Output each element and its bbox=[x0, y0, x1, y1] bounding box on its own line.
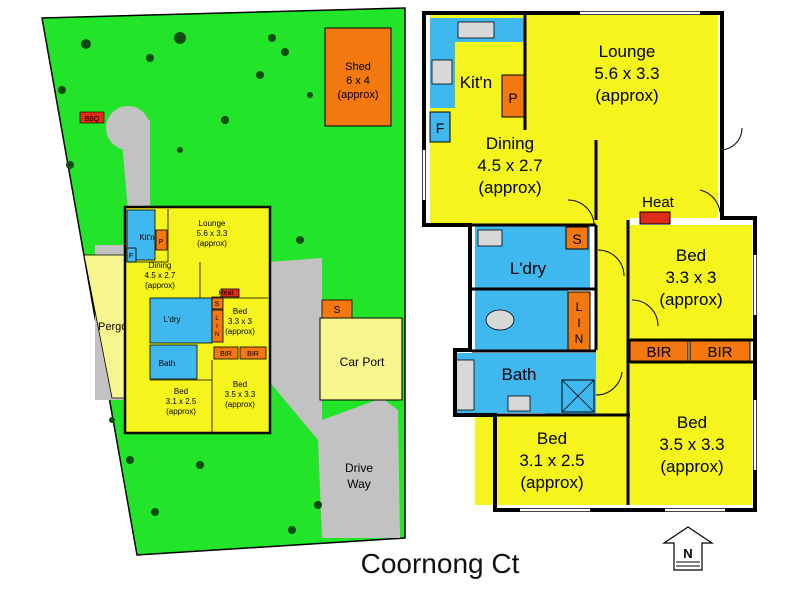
mini-bed2-title: Bed bbox=[233, 380, 247, 389]
driveway-label-1: Drive bbox=[345, 461, 373, 475]
carport-storage bbox=[321, 299, 353, 319]
mini-bir2-label: BIR bbox=[247, 351, 259, 358]
cooktop bbox=[431, 59, 453, 85]
bbq bbox=[79, 111, 105, 124]
driveway bbox=[268, 258, 400, 538]
dining-note: (approx) bbox=[478, 178, 541, 197]
laundry-label: L'dry bbox=[510, 259, 547, 278]
bathtub bbox=[455, 359, 475, 411]
driveway-label-2: Way bbox=[347, 477, 371, 491]
door-swings bbox=[567, 127, 743, 396]
shed bbox=[324, 27, 392, 127]
north-arrow-icon: N bbox=[662, 526, 714, 571]
mini-bed1-note: (approx) bbox=[225, 327, 255, 336]
laundry-tub bbox=[477, 229, 503, 247]
bbq-label: BBQ bbox=[85, 116, 100, 123]
kitchen-area bbox=[430, 18, 525, 108]
mini-lounge-title: Lounge bbox=[199, 219, 226, 228]
mini-laundry-label: L'dry bbox=[163, 315, 180, 324]
main-floor-plan-labels: Kit'n P F Lounge 5.6 x 3.3 (approx) Dini… bbox=[436, 42, 733, 492]
kitchen-sink bbox=[457, 21, 495, 39]
mini-house-labels: Kit'n P F Lounge 5.6 x 3.3 (approx) Dini… bbox=[129, 219, 259, 416]
north-label: N bbox=[683, 546, 692, 561]
mini-bed2-note: (approx) bbox=[225, 400, 255, 409]
mini-pantry-label: P bbox=[159, 239, 164, 246]
mini-dining-note: (approx) bbox=[145, 281, 175, 290]
shrubs bbox=[58, 32, 322, 534]
carport-storage-label: S bbox=[334, 305, 341, 316]
windows bbox=[422, 11, 757, 512]
bed3-note: (approx) bbox=[520, 473, 583, 492]
mini-dining-size: 4.5 x 2.7 bbox=[145, 271, 176, 280]
linen-i: I bbox=[577, 316, 580, 330]
bed3-size: 3.1 x 2.5 bbox=[519, 451, 584, 470]
mini-linen-l: L bbox=[215, 316, 219, 322]
carport-label: Car Port bbox=[340, 355, 385, 369]
mini-bed3-title: Bed bbox=[174, 387, 188, 396]
walls bbox=[422, 11, 757, 512]
carport bbox=[319, 317, 403, 401]
mini-linen-n: N bbox=[215, 332, 219, 338]
mini-heat-label: Heat bbox=[219, 290, 234, 297]
mini-bed1-title: Bed bbox=[233, 307, 247, 316]
hall bbox=[596, 218, 630, 418]
mini-linen-i: I bbox=[216, 324, 218, 330]
mini-bed3-note: (approx) bbox=[166, 407, 196, 416]
bir2-label: BIR bbox=[707, 344, 732, 361]
heat-label: Heat bbox=[642, 194, 675, 211]
toilet bbox=[485, 309, 515, 331]
mini-bath-label: Bath bbox=[159, 359, 175, 368]
bed1-size: 3.3 x 3 bbox=[665, 268, 716, 287]
bed2-note: (approx) bbox=[660, 457, 723, 476]
mini-kitchen-label: Kit'n bbox=[139, 233, 154, 242]
bed2-room bbox=[630, 362, 752, 505]
bir1-label: BIR bbox=[646, 344, 671, 361]
linen-l: L bbox=[576, 300, 583, 314]
shed-note: (approx) bbox=[338, 89, 379, 101]
bbq-area bbox=[106, 106, 150, 150]
fridge-label: F bbox=[436, 120, 445, 136]
bed3-room bbox=[475, 415, 630, 505]
street-name: Coornong Ct bbox=[360, 548, 520, 579]
shed-size: 6 x 4 bbox=[346, 75, 370, 87]
bath-label: Bath bbox=[502, 365, 537, 384]
dining-title: Dining bbox=[486, 134, 534, 153]
lounge-note: (approx) bbox=[595, 86, 658, 105]
kitchen-label: Kit'n bbox=[460, 73, 493, 92]
bed3-title: Bed bbox=[537, 429, 567, 448]
mini-bed1-size: 3.3 x 3 bbox=[228, 317, 253, 326]
pantry-label: P bbox=[508, 90, 517, 106]
storage-label: S bbox=[572, 231, 581, 247]
linen-n: N bbox=[575, 332, 584, 346]
mini-fridge-label: F bbox=[129, 253, 133, 260]
main-floor-plan bbox=[422, 11, 757, 512]
fridge bbox=[429, 111, 451, 143]
mini-lounge-note: (approx) bbox=[197, 239, 227, 248]
lounge-size: 5.6 x 3.3 bbox=[594, 64, 659, 83]
mini-house bbox=[123, 205, 272, 435]
shed-title: Shed bbox=[345, 61, 371, 73]
heater bbox=[639, 211, 671, 225]
living-zone bbox=[424, 13, 718, 225]
lounge-title: Lounge bbox=[599, 42, 656, 61]
laundry-storage bbox=[565, 226, 589, 250]
mini-dining-title: Dining bbox=[149, 261, 172, 270]
mini-storage-label: S bbox=[215, 301, 220, 308]
mini-bed2-size: 3.5 x 3.3 bbox=[225, 390, 256, 399]
mini-lounge-size: 5.6 x 3.3 bbox=[197, 229, 228, 238]
bed2-title: Bed bbox=[677, 413, 707, 432]
bed1-room bbox=[630, 225, 752, 340]
site-plan: Pergola BBQ Shed 6 x 4 (approx) S Car Po… bbox=[41, 7, 406, 556]
bed1-note: (approx) bbox=[659, 290, 722, 309]
dining-size: 4.5 x 2.7 bbox=[477, 156, 542, 175]
mini-bir1-label: BIR bbox=[220, 351, 232, 358]
bed2-size: 3.5 x 3.3 bbox=[659, 435, 724, 454]
mini-bed3-size: 3.1 x 2.5 bbox=[166, 397, 197, 406]
vanity bbox=[507, 395, 531, 412]
bed1-title: Bed bbox=[676, 246, 706, 265]
bathroom bbox=[455, 353, 596, 415]
